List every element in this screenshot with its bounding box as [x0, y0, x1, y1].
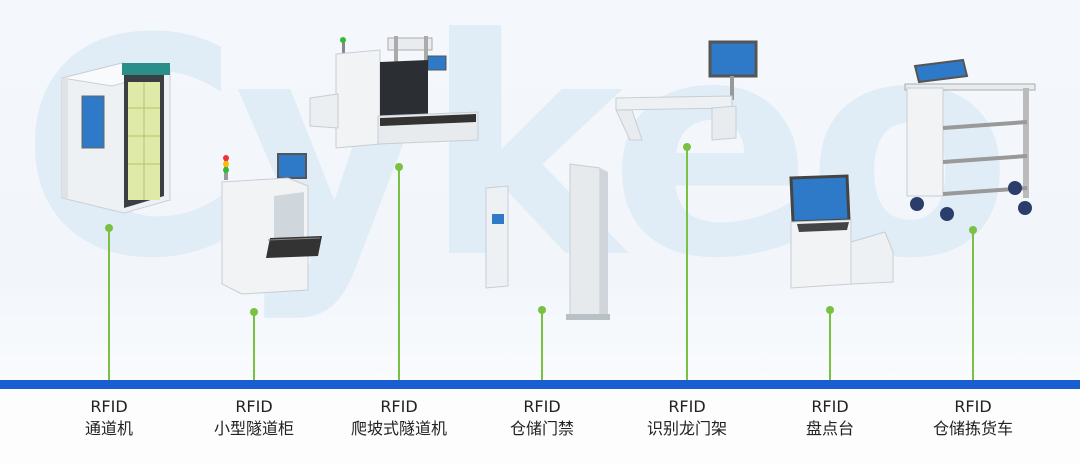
connector-stem-1	[108, 228, 110, 380]
picking-cart-image	[904, 58, 1036, 221]
label-rfid: RFID	[380, 397, 418, 416]
connector-stem-6	[829, 310, 831, 380]
warehouse-gate-image	[485, 163, 610, 320]
connector-dot-1	[105, 224, 113, 232]
connector-dot-4	[538, 306, 546, 314]
rfid-tunnel-machine-image	[61, 62, 171, 214]
label-rfid: RFID	[811, 397, 849, 416]
label-rfid: RFID	[235, 397, 273, 416]
connector-dot-6	[826, 306, 834, 314]
connector-dot-3	[395, 163, 403, 171]
label-name: 小型隧道柜	[213, 419, 294, 438]
product-label-1: RFID 通道机	[34, 396, 184, 440]
label-name: 盘点台	[805, 419, 854, 438]
incline-tunnel-machine-image	[309, 36, 479, 149]
connector-stem-2	[253, 312, 255, 380]
label-band	[0, 389, 1080, 463]
connector-stem-4	[541, 310, 543, 380]
label-rfid: RFID	[523, 397, 561, 416]
label-name: 仓储拣货车	[932, 419, 1013, 438]
label-rfid: RFID	[668, 397, 706, 416]
connector-stem-3	[398, 167, 400, 380]
connector-stem-5	[686, 147, 688, 380]
connector-dot-2	[250, 308, 258, 316]
label-name: 通道机	[84, 419, 133, 438]
label-rfid: RFID	[90, 397, 128, 416]
connector-stem-7	[972, 230, 974, 380]
timeline-bar	[0, 380, 1080, 389]
product-label-5: RFID 识别龙门架	[612, 396, 762, 440]
product-label-3: RFID 爬坡式隧道机	[324, 396, 474, 440]
product-label-6: RFID 盘点台	[755, 396, 905, 440]
small-tunnel-cabinet-image	[221, 153, 322, 295]
gantry-reader-image	[615, 40, 758, 141]
connector-dot-5	[683, 143, 691, 151]
product-label-7: RFID 仓储拣货车	[898, 396, 1048, 440]
connector-dot-7	[969, 226, 977, 234]
product-label-2: RFID 小型隧道柜	[179, 396, 329, 440]
product-label-4: RFID 仓储门禁	[467, 396, 617, 440]
inventory-station-image	[789, 174, 894, 289]
label-name: 仓储门禁	[509, 419, 574, 438]
label-name: 识别龙门架	[646, 419, 727, 438]
label-rfid: RFID	[954, 397, 992, 416]
label-name: 爬坡式隧道机	[350, 419, 447, 438]
